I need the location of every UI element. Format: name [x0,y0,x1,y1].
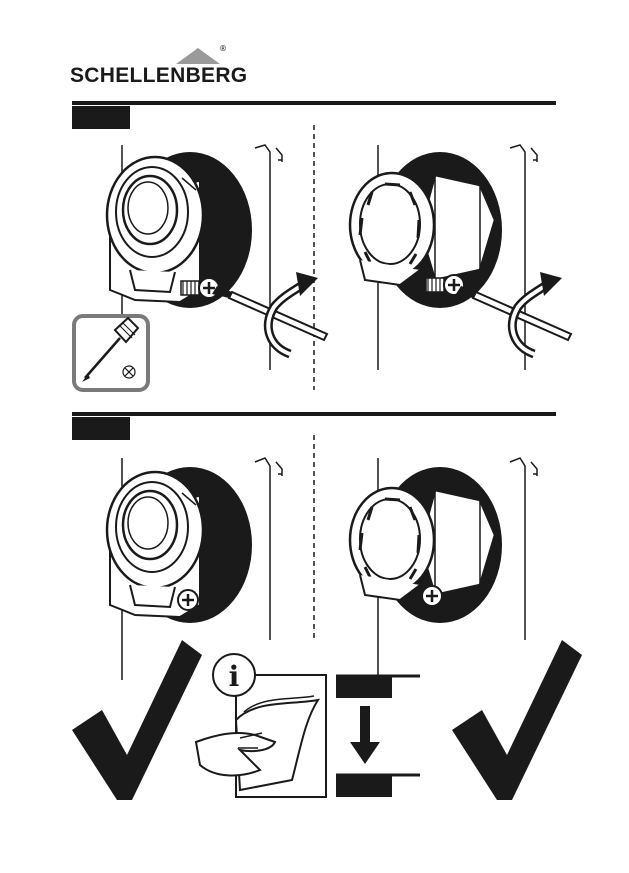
step-b-marker [72,417,130,440]
step-b-left-panel [107,458,282,680]
step-transition [336,676,420,797]
clamp-screw-tight [422,586,442,606]
step-b-section: i [72,414,582,800]
arrow-down-icon [350,706,380,764]
step-b-right-panel [350,458,537,680]
clamp-screw-tight [178,590,198,610]
info-glyph: i [229,660,240,693]
step-a-section [72,103,571,390]
turn-page-info: i [196,654,326,797]
step-a-right-panel [350,145,571,370]
checkmark-icon [72,640,202,800]
screwdriver-icon [74,316,148,390]
step-a-marker [72,106,130,129]
checkmark-icon [452,640,582,800]
step-ref-marker-bottom [336,775,392,797]
step-ref-marker-top [336,676,392,698]
